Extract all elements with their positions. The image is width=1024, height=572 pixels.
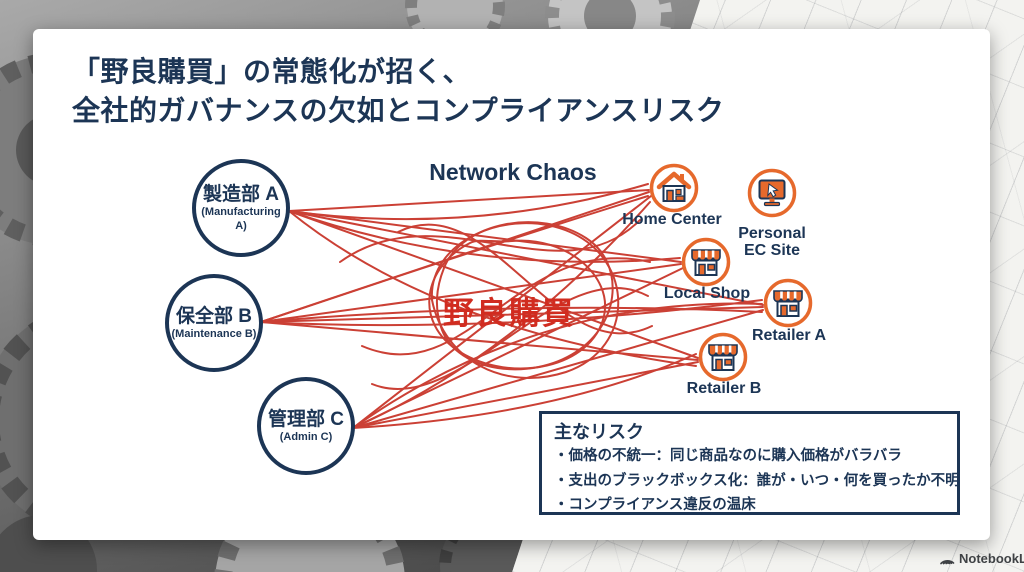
node-home-center	[649, 163, 699, 213]
risk-box-title: 主なリスク	[554, 422, 644, 442]
storefront-icon	[763, 278, 813, 328]
dept-subname: (Maintenance B)	[171, 327, 257, 340]
node-admin-c: 管理部 C (Admin C)	[257, 377, 355, 475]
risk-item: ・支出のブラックボックス化：誰が・いつ・何を買ったか不明	[554, 472, 960, 489]
home-center-icon	[649, 163, 699, 213]
vendor-label-home-center: Home Center	[622, 211, 722, 228]
risk-list: ・価格の不統一：同じ商品なのに購入価格がバラバラ ・支出のブラックボックス化：誰…	[554, 444, 960, 518]
dept-name: 管理部 C	[267, 408, 344, 430]
notebooklm-label: NotebookLM	[959, 551, 1024, 566]
dept-subname: (Admin C)	[279, 430, 333, 443]
vendor-label-retailer-b: Retailer B	[686, 380, 762, 397]
node-maintenance-b: 保全部 B (Maintenance B)	[165, 274, 263, 372]
storefront-icon	[698, 332, 748, 382]
page-title: 「野良購買」の常態化が招く、 全社的ガバナンスの欠如とコンプライアンスリスク	[72, 52, 724, 130]
notebooklm-logo-icon	[940, 560, 955, 565]
vendor-label-local-shop: Local Shop	[663, 285, 751, 302]
dept-name: 保全部 B	[175, 305, 252, 327]
dept-name: 製造部 A	[202, 183, 279, 205]
dept-subname: (Manufacturing A)	[201, 205, 281, 232]
title-line-1: 「野良購買」の常態化が招く、	[72, 56, 472, 87]
risk-item: ・価格の不統一：同じ商品なのに購入価格がバラバラ	[554, 448, 902, 464]
diagram-heading: Network Chaos	[429, 159, 597, 185]
title-line-2: 全社的ガバナンスの欠如とコンプライアンスリスク	[72, 95, 725, 126]
risk-summary-box: 主なリスク ・価格の不統一：同じ商品なのに購入価格がバラバラ ・支出のブラックボ…	[539, 411, 960, 515]
storefront-icon	[681, 237, 731, 287]
node-local-shop	[681, 237, 731, 287]
notebooklm-watermark: NotebookLM	[939, 551, 1024, 566]
vendor-label-retailer-a: Retailer A	[751, 327, 827, 344]
node-retailer-b	[698, 332, 748, 382]
vendor-label-line: EC Site	[743, 242, 800, 259]
vendor-label-line: Personal	[738, 225, 806, 242]
ec-monitor-icon	[747, 168, 797, 218]
node-retailer-a	[763, 278, 813, 328]
risk-item: ・コンプライアンス違反の温床	[554, 497, 756, 513]
node-manufacturing-a: 製造部 A (Manufacturing A)	[192, 159, 290, 257]
vendor-label-personal-ec-site: Personal EC Site	[722, 225, 822, 259]
node-personal-ec-site	[747, 168, 797, 218]
stray-purchasing-label: 野良購買	[443, 296, 575, 331]
